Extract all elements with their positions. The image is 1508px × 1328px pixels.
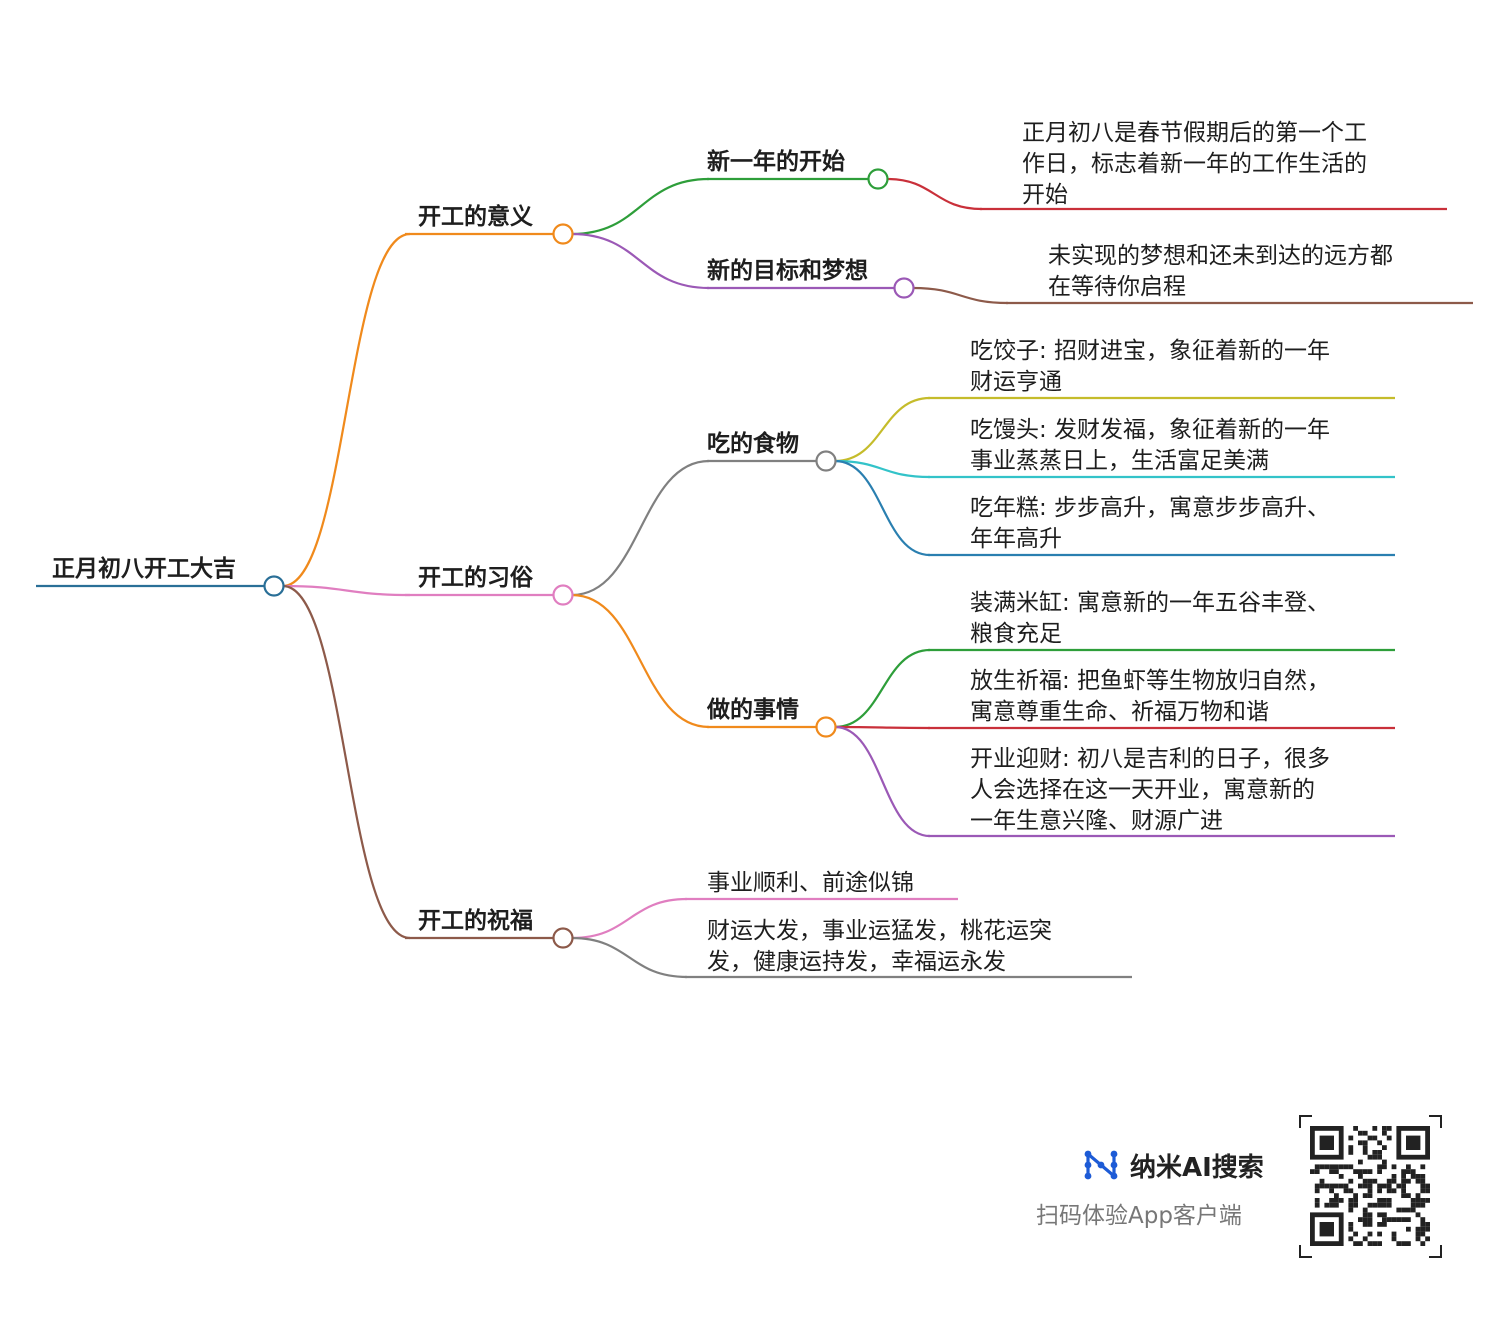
child-label-1-1: 做的事情 (707, 697, 799, 723)
edge-branch-0-child-0 (571, 177, 710, 236)
branch-knob-1[interactable] (552, 584, 574, 606)
edge-root-branch-1 (282, 584, 411, 597)
edge-branch-1-child-0 (571, 459, 710, 597)
leaf-text-1-0-0: 吃饺子: 招财进宝，象征着新的一年 财运亨通 (970, 338, 1331, 395)
child-knob-0-0[interactable] (867, 168, 889, 190)
child-knob-1-0[interactable] (815, 450, 837, 472)
edge-branch-2-leaf-1 (571, 936, 688, 979)
nami-logo-icon (1084, 1150, 1118, 1180)
brand-subtitle: 扫码体验App客户端 (1036, 1203, 1242, 1229)
edge-child-1-1-leaf-2 (834, 725, 931, 838)
root-node-label: 正月初八开工大吉 (52, 556, 236, 582)
edge-child-1-0-leaf-0 (834, 396, 931, 463)
mindmap-edges (36, 177, 1473, 979)
leaf-text-0-1-0: 未实现的梦想和还未到达的远方都 在等待你启程 (1048, 243, 1393, 300)
leaf-text-1-0-1: 吃馒头: 发财发福，象征着新的一年 事业蒸蒸日上，生活富足美满 (970, 417, 1331, 474)
leaf-text-1-1-0: 装满米缸: 寓意新的一年五谷丰登、 粮食充足 (970, 590, 1331, 647)
edge-child-0-0-leaf-0 (886, 177, 983, 211)
edge-branch-0-child-1 (571, 232, 710, 290)
branch-knob-2[interactable] (552, 927, 574, 949)
edge-child-1-1-leaf-0 (834, 648, 931, 729)
edge-child-1-1-leaf-1 (834, 725, 931, 730)
edge-branch-2-leaf-0 (571, 897, 688, 940)
leaf-text-1-0-2: 吃年糕: 步步高升，寓意步步高升、 年年高升 (970, 495, 1331, 552)
brand-name: 纳米AI搜索 (1130, 1152, 1264, 1183)
edge-child-1-0-leaf-1 (834, 459, 931, 479)
qr-code-icon[interactable] (1298, 1114, 1443, 1259)
edge-child-1-0-leaf-2 (834, 459, 931, 557)
child-label-0-0: 新一年的开始 (707, 149, 845, 175)
mindmap-nodes (263, 168, 915, 949)
branch-label-0: 开工的意义 (418, 204, 533, 230)
child-label-1-0: 吃的食物 (707, 431, 799, 457)
edge-root-branch-2 (282, 584, 411, 940)
leaf-text-1-1-1: 放生祈福: 把鱼虾等生物放归自然， 寓意尊重生命、祈福万物和谐 (970, 668, 1331, 725)
edge-root-branch-0 (282, 232, 411, 588)
leaf-text-2-0: 事业顺利、前途似锦 (707, 870, 914, 896)
branch-label-1: 开工的习俗 (418, 565, 533, 591)
edge-child-0-1-leaf-0 (912, 286, 1009, 305)
child-label-0-1: 新的目标和梦想 (707, 258, 868, 284)
brand: 纳米AI搜索 (1082, 1145, 1264, 1185)
root-knob[interactable] (263, 575, 285, 597)
leaf-text-0-0-0: 正月初八是春节假期后的第一个工 作日，标志着新一年的工作生活的 开始 (1022, 120, 1367, 208)
branch-knob-0[interactable] (552, 223, 574, 245)
edge-branch-1-child-1 (571, 593, 710, 729)
child-knob-1-1[interactable] (815, 716, 837, 738)
leaf-text-1-1-2: 开业迎财: 初八是吉利的日子，很多 人会选择在这一天开业，寓意新的 一年生意兴隆… (970, 746, 1331, 834)
leaf-text-2-1: 财运大发，事业运猛发，桃花运突 发，健康运持发，幸福运永发 (707, 918, 1052, 975)
branch-label-2: 开工的祝福 (418, 908, 533, 934)
child-knob-0-1[interactable] (893, 277, 915, 299)
